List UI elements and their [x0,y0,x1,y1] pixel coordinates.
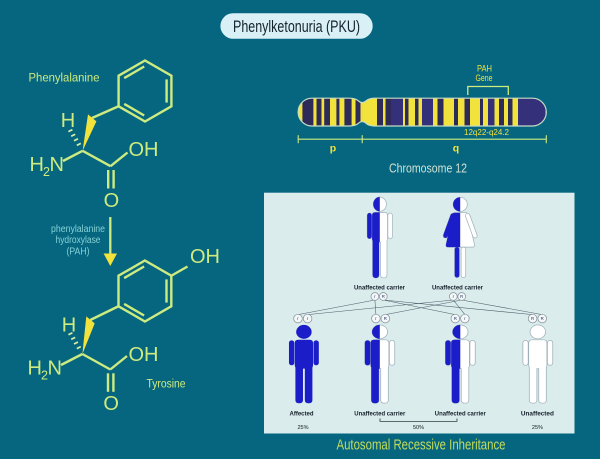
svg-text:Unaffected: Unaffected [521,411,554,418]
svg-text:25%: 25% [532,425,543,431]
svg-text:r: r [464,316,466,321]
svg-text:OH: OH [129,139,159,161]
svg-text:50%: 50% [413,425,424,431]
svg-text:p: p [330,143,336,155]
svg-text:Tyrosine: Tyrosine [147,376,186,390]
svg-text:N: N [48,358,62,380]
svg-text:r: r [297,316,299,321]
svg-text:R: R [460,294,463,299]
svg-text:r: r [375,316,377,321]
svg-text:2: 2 [43,165,50,179]
svg-text:phenylalanine: phenylalanine [51,224,105,235]
svg-text:N: N [50,154,64,176]
svg-text:OH: OH [190,246,220,268]
svg-text:25%: 25% [297,425,308,431]
svg-text:Phenylalanine: Phenylalanine [29,70,100,84]
svg-text:Unaffected carrier: Unaffected carrier [435,411,486,418]
svg-text:R: R [541,316,544,321]
svg-text:R: R [454,316,457,321]
svg-text:2: 2 [41,369,48,383]
svg-text:PAH: PAH [477,64,492,74]
svg-text:(PAH): (PAH) [67,247,90,258]
svg-text:O: O [104,190,120,212]
svg-text:H: H [30,154,44,176]
svg-text:Gene: Gene [476,73,493,83]
svg-text:Chromosome 12: Chromosome 12 [389,161,467,176]
svg-text:Autosomal Recessive Inheritanc: Autosomal Recessive Inheritance [337,438,506,454]
svg-text:R: R [384,316,387,321]
svg-text:q: q [453,143,459,155]
svg-text:R: R [382,294,385,299]
svg-text:12q22-q24.2: 12q22-q24.2 [464,127,509,137]
svg-text:OH: OH [129,344,159,366]
svg-text:Phenylketonuria (PKU): Phenylketonuria (PKU) [233,18,360,36]
svg-text:H: H [62,314,76,336]
svg-text:Unaffected carrier: Unaffected carrier [432,285,483,292]
svg-text:r: r [307,316,309,321]
svg-text:hydroxylase: hydroxylase [56,235,101,246]
svg-text:Affected: Affected [290,411,314,418]
svg-text:Unaffected carrier: Unaffected carrier [354,285,405,292]
svg-text:R: R [531,316,534,321]
svg-text:O: O [103,393,119,415]
svg-text:H: H [61,110,75,132]
svg-text:r: r [374,294,376,299]
svg-text:H: H [28,358,42,380]
svg-text:Unaffected carrier: Unaffected carrier [354,411,405,418]
svg-text:r: r [453,294,455,299]
